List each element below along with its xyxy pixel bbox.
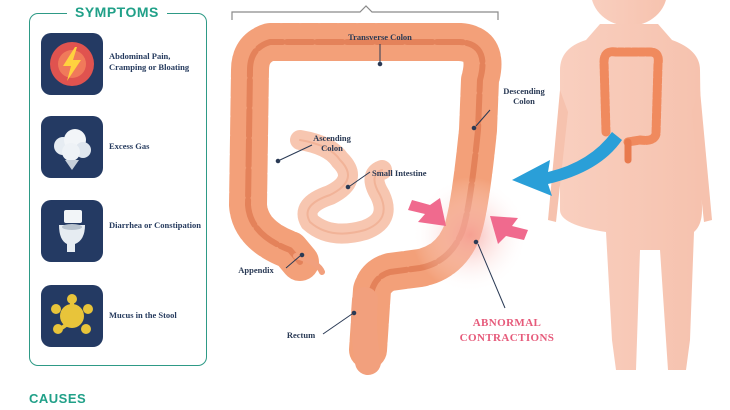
symptom-item-toilet: Diarrhea or Constipation <box>41 200 201 262</box>
symptom-label: Mucus in the Stool <box>109 310 177 320</box>
small-intestine <box>290 130 394 244</box>
label-small-intestine: Small Intestine <box>372 168 427 178</box>
label-rectum: Rectum <box>286 330 316 340</box>
symptoms-title: SYMPTOMS <box>67 4 167 20</box>
small-colon <box>599 47 663 164</box>
label-transverse-colon: Transverse Colon <box>348 32 412 42</box>
label-abnormal-contractions: ABNORMAL CONTRACTIONS <box>459 317 555 344</box>
contraction-arrows <box>408 198 528 244</box>
symptom-label: Excess Gas <box>109 141 150 151</box>
symptom-item-mucus: Mucus in the Stool <box>41 285 201 347</box>
gas-cloud-icon <box>41 116 103 178</box>
body-silhouette <box>548 0 712 370</box>
bracket-line <box>231 5 499 20</box>
symptom-item-gas: Excess Gas <box>41 116 201 178</box>
symptom-label: Abdominal Pain, Cramping or Bloating <box>109 51 190 72</box>
symptom-item-pain: Abdominal Pain, Cramping or Bloating <box>41 33 201 95</box>
causes-title: CAUSES <box>29 391 87 406</box>
lightning-pain-icon <box>41 33 103 95</box>
toilet-icon <box>41 200 103 262</box>
label-descending-colon: Descending Colon <box>503 86 545 106</box>
label-ascending-colon: Ascending Colon <box>313 133 351 153</box>
label-appendix: Appendix <box>238 265 274 275</box>
symptom-label: Diarrhea or Constipation <box>109 220 201 230</box>
mucus-splat-icon <box>41 285 103 347</box>
pointer-arrow <box>512 132 622 196</box>
